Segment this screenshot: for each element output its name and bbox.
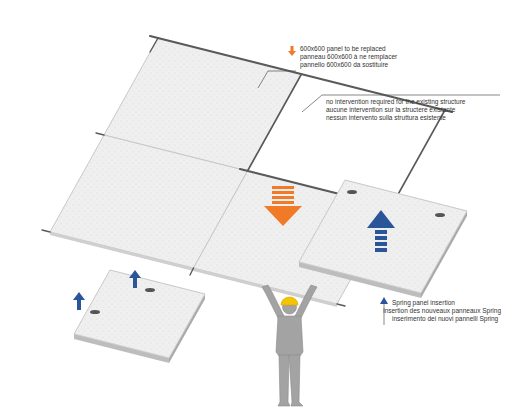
blue-icon-arrow <box>380 297 388 304</box>
panel-face <box>74 270 205 358</box>
arrow-stripe <box>375 230 387 234</box>
arrow-head <box>367 210 395 228</box>
callout-text: pannello 600x600 da sostituire <box>300 61 388 69</box>
safety-helmet <box>281 297 298 305</box>
arrow-stripe <box>375 236 387 240</box>
orange-icon-arrow <box>288 51 296 56</box>
arrow-head <box>264 206 302 226</box>
callout-text: insertion des nouveaux panneaux Spring <box>383 307 501 315</box>
arrow-stripe <box>272 186 294 189</box>
rail-stub <box>337 304 345 306</box>
spring-panel-right <box>299 180 467 298</box>
callout-icons <box>288 46 388 304</box>
spring-clip <box>145 288 155 292</box>
leader-line <box>258 71 296 88</box>
callout-text: inserimento dei nuovi pannelli Spring <box>392 315 498 323</box>
orange-down-arrow <box>264 186 302 226</box>
worker-leg <box>278 355 290 406</box>
worker-figure <box>262 285 317 406</box>
callout-text: 600x600 panel to be replaced <box>300 45 386 53</box>
callout-text: panneau 600x600 à ne remplacer <box>300 53 397 61</box>
spring-clip <box>435 213 445 217</box>
cross-rail <box>248 74 302 171</box>
spring-panel-left <box>73 270 205 363</box>
worker-leg <box>289 355 303 406</box>
rail-stub <box>190 268 194 275</box>
arrow-stripe <box>375 248 387 252</box>
blue-up-arrow <box>73 292 85 310</box>
cross-rail <box>391 110 445 207</box>
callout-text: nessun intervento sulla struttura esiste… <box>326 114 446 122</box>
arrow-stripe <box>375 242 387 246</box>
callout-text: aucune intervention sur la structere exi… <box>326 106 455 114</box>
rail-stub <box>42 230 50 232</box>
arrow-stripe <box>272 201 294 204</box>
orange-icon-arrow <box>291 46 294 51</box>
callout-leaders <box>258 71 500 325</box>
panel-face <box>299 180 467 293</box>
rail-stub <box>150 38 158 52</box>
rail-stub <box>96 133 104 135</box>
callout-text: no intervention required for the existin… <box>326 98 465 106</box>
spring-clip <box>347 190 357 194</box>
blue-up-arrow <box>367 210 395 252</box>
spring-clip <box>90 310 100 314</box>
callout-text: Spring panel insertion <box>392 299 455 307</box>
arrow-stripe <box>272 191 294 194</box>
blue-up-arrow <box>129 270 141 288</box>
arrow-stripe <box>272 196 294 199</box>
worker-body <box>276 316 303 356</box>
